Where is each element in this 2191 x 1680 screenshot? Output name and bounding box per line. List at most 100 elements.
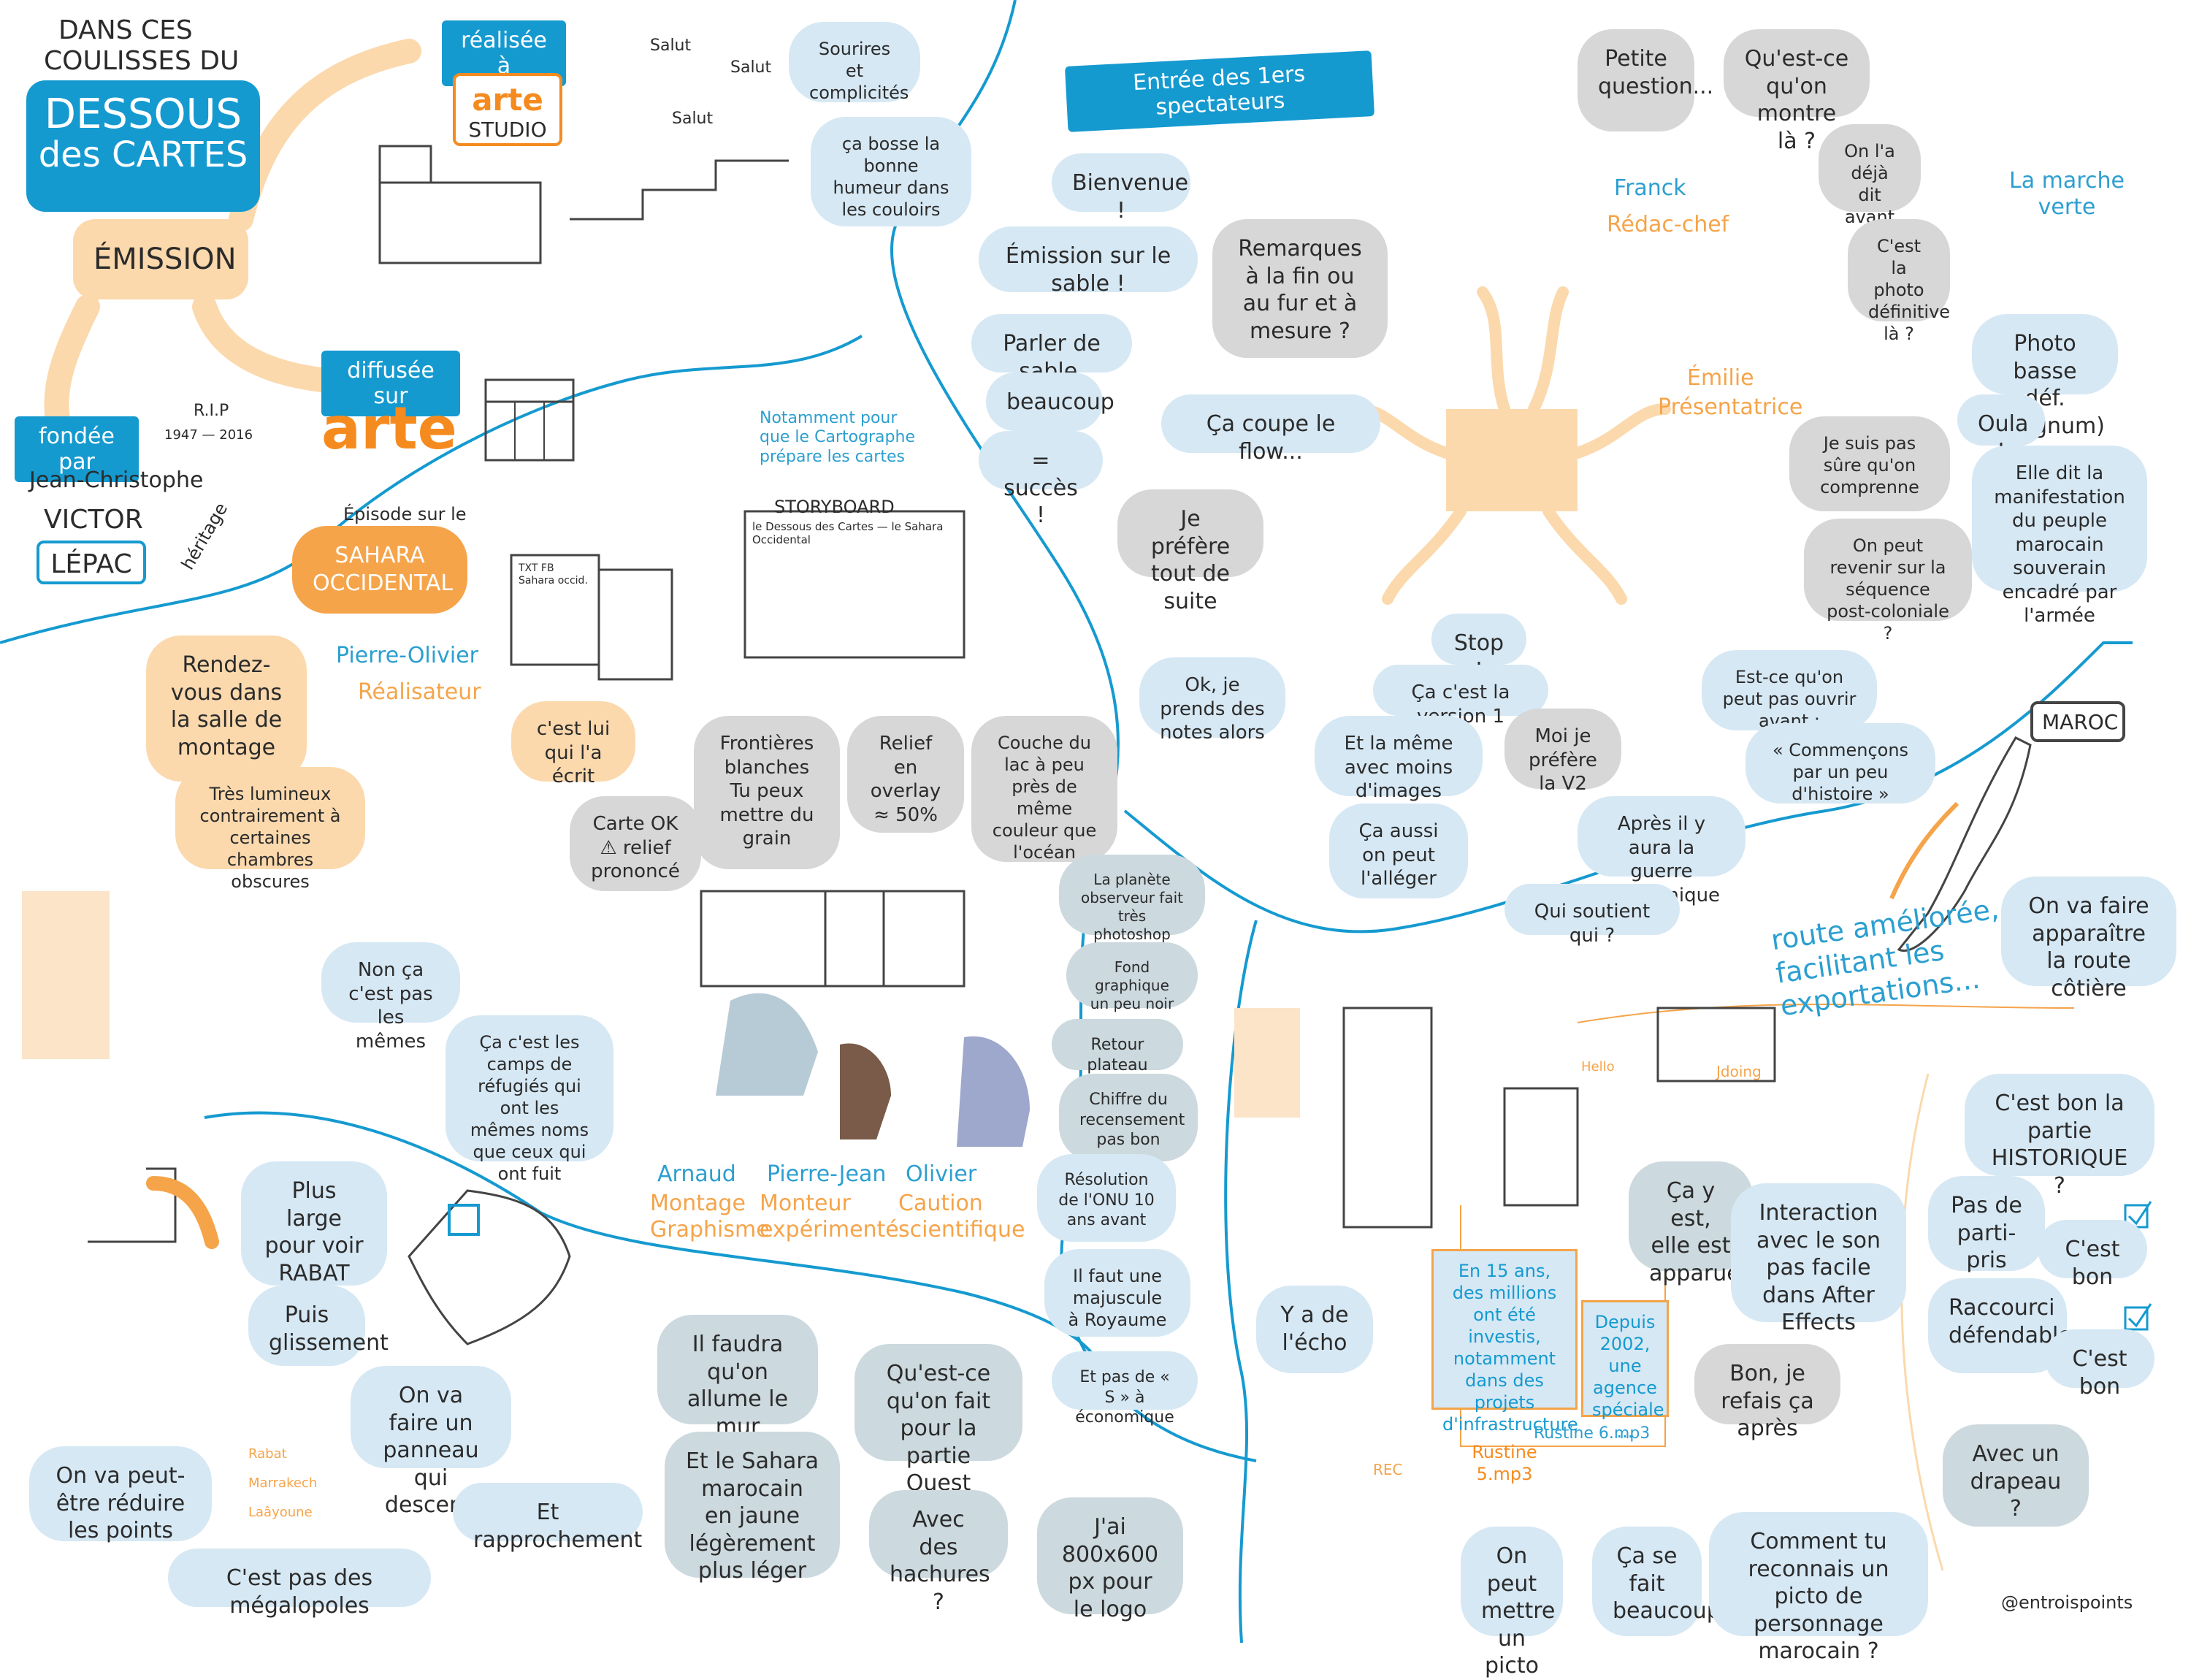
reconnais-bubble: Comment tu reconnais un picto de personn… (1709, 1512, 1928, 1664)
parler-bubble: Parler de sable, (971, 314, 1132, 384)
camps-bubble: Ça c'est les camps de réfugiés qui ont l… (446, 1015, 613, 1184)
majuscule-bubble: Il faut une majuscule à Royaume (1044, 1249, 1190, 1337)
arnaud-role: Montage Graphisme (650, 1191, 770, 1242)
chiffre-bubble: Chiffre du recensement pas bon (1059, 1074, 1198, 1161)
pas-sure-bubble: Je suis pas sûre qu'on comprenne (1789, 416, 1950, 511)
rapprochement-bubble: Et rapprochement (453, 1483, 643, 1553)
info-box-2-text: Depuis 2002, une agence spéciale ... (1592, 1312, 1664, 1442)
arte-studio-logo: arte STUDIO (453, 73, 562, 146)
oula-bubble: Oula ! (1957, 394, 2045, 465)
megalopoles-bubble: C'est pas des mégalopoles (168, 1549, 431, 1619)
carte-ok-bubble: Carte OK ⚠ relief prononcé (570, 796, 701, 891)
remarques-bubble: Remarques à la fin ou au fur et à mesure… (1212, 219, 1388, 358)
rdv-bubble: Rendez-vous dans la salle de montage (146, 635, 307, 782)
storyboard-title: STORYBOARD (774, 497, 895, 517)
olivier-name: Olivier (906, 1161, 977, 1187)
pierre-olivier-name: Pierre-Olivier (336, 643, 478, 668)
allume-bubble: Il faudra qu'on allume le mur (657, 1315, 818, 1440)
jdoing-label: Jdoing (1716, 1063, 1762, 1080)
page-title: DESSOUS des CARTES (26, 80, 260, 212)
notamment-note: Notamment pour que le Cartographe prépar… (760, 409, 915, 466)
photo-def-bubble: C'est la photo définitive là ? (1848, 219, 1950, 344)
non-memes-bubble: Non ça c'est pas les mêmes (321, 942, 460, 1053)
info-box-1-text: En 15 ans, des millions ont été investis… (1442, 1261, 1578, 1435)
txt-note: TXT FB Sahara occid. (519, 562, 588, 587)
salut-1: Salut (650, 37, 692, 55)
page-title-line1: DESSOUS (44, 91, 242, 138)
cest-lui-bubble: c'est lui qui l'a écrit (511, 701, 635, 787)
couche-bubble: Couche du lac à peu près de même couleur… (971, 716, 1117, 863)
px-bubble: J'ai 800x600 px pour le logo (1037, 1497, 1183, 1622)
arte-big-logo: arte (321, 394, 457, 462)
storyboard-subtitle: le Dessous des Cartes — le Sahara Occide… (752, 520, 944, 546)
resolution-bubble: Résolution de l'ONU 10 ans avant (1037, 1154, 1176, 1242)
bonne-humeur-bubble: ça bosse la bonne humeur dans les couloi… (811, 117, 971, 226)
partie-ouest-bubble: Qu'est-ce qu'on fait pour la partie Oues… (854, 1344, 1022, 1496)
sahara-bubble: SAHARA OCCIDENTAL (292, 526, 467, 614)
rip-label: R.I.P (194, 402, 229, 420)
diffusee-banner: diffusée sur (321, 351, 460, 416)
glissement-bubble: Puis glissement (248, 1286, 389, 1366)
sourires-bubble: Sourires et complicités (789, 22, 920, 103)
maroc-label: MAROC (2030, 701, 2125, 742)
relief-bubble: Relief en overlay ≈ 50% (847, 716, 964, 833)
pierre-jean-name: Pierre-Jean (767, 1161, 887, 1187)
guerre-bubble: Après il y aura la guerre économique (1578, 796, 1745, 906)
historique-bubble: C'est bon la partie HISTORIQUE ? (1965, 1074, 2154, 1199)
artist-signature: @entroispoints (2001, 1592, 2133, 1613)
alleger-bubble: Ça aussi on peut l'alléger (1329, 803, 1468, 898)
lepac-box: LÉPAC (37, 541, 146, 584)
panneau-bubble: On va faire un panneau qui descend (351, 1366, 511, 1518)
franck-role: Rédac-chef (1607, 212, 1729, 237)
page-title-line2: des CARTES (38, 134, 248, 175)
rec-label: REC (1373, 1461, 1403, 1478)
elle-dit-bubble: Elle dit la manifestation du peuple maro… (1972, 446, 2147, 627)
drapeau-bubble: Avec un drapeau ? (1943, 1424, 2089, 1527)
ok-notes-bubble: Ok, je prends des notes alors (1139, 657, 1285, 744)
fond-bubble: Fond graphique un peu noir (1066, 942, 1198, 1012)
rustine5-label: Rustine 5.mp3 (1472, 1442, 1537, 1484)
interaction-bubble: Interaction avec le son pas facile dans … (1731, 1183, 1906, 1335)
revenir-bubble: On peut revenir sur la séquence post-col… (1804, 519, 1972, 644)
version1-bubble: Ça c'est la version 1 (1373, 665, 1548, 728)
legend-laayoune: Laâyoune (248, 1505, 313, 1520)
olivier-role: Caution scientifique (898, 1191, 1025, 1242)
reduire-bubble: On va peut-être réduire les points (29, 1446, 212, 1543)
salut-2: Salut (730, 58, 772, 77)
ca-coupe-bubble: Ça coupe le flow... (1161, 394, 1380, 465)
lumineux-bubble: Très lumineux contrairement à certaines … (175, 767, 365, 892)
raccourci-bubble: Raccourci défendable (1928, 1278, 2072, 1373)
sahara-jaune-bubble: Et le Sahara marocain en jaune légèremen… (665, 1432, 840, 1584)
retour-bubble: Retour plateau (1052, 1019, 1183, 1074)
parti-pris-bubble: Pas de parti-pris (1928, 1176, 2045, 1273)
header-line1: DANS CES (58, 15, 193, 45)
rustine6-label: Rustine 6.mp3 (1534, 1424, 1651, 1443)
fondee-banner: fondée par (15, 416, 139, 482)
soutient-bubble: Qui soutient qui ? (1504, 884, 1680, 947)
route-cotiere-bubble: On va faire apparaître la route côtière (2001, 877, 2176, 1001)
info-box-2: Depuis 2002, une agence spéciale ... (1581, 1300, 1669, 1442)
arte-logo-text: arte (472, 82, 543, 118)
quest-ce-bubble: Qu'est-ce qu'on montre là ? (1724, 29, 1870, 154)
emission-label: ÉMISSION (73, 219, 248, 299)
picto-bubble: On peut mettre un picto (1461, 1527, 1563, 1679)
hachures-bubble: Avec des hachures ? (869, 1490, 1008, 1615)
meme-moins-bubble: Et la même avec moins d'images (1315, 716, 1483, 802)
legend-marrakech: Marrakech (248, 1475, 318, 1491)
emilie-role: Présentatrice (1658, 394, 1803, 420)
salut-3: Salut (672, 110, 714, 128)
pierre-olivier-role: Réalisateur (358, 679, 481, 705)
legend-rabat: Rabat (248, 1446, 287, 1462)
petite-question-bubble: Petite question... (1578, 29, 1713, 131)
emilie-name: Émilie (1687, 365, 1754, 391)
bienvenue-bubble: Bienvenue ! (1052, 153, 1190, 224)
moi-v2-bubble: Moi je préfère la V2 (1504, 709, 1621, 795)
rip-years: 1947 — 2016 (164, 427, 253, 443)
founder-name-2: VICTOR (44, 505, 143, 535)
arnaud-name: Arnaud (657, 1161, 736, 1187)
se-fait-bubble: Ça se fait beaucoup (1592, 1527, 1721, 1636)
episode-label: Épisode sur le (343, 504, 467, 524)
info-box-1: En 15 ans, des millions ont été investis… (1431, 1249, 1578, 1484)
franck-name: Franck (1614, 175, 1686, 201)
pierre-jean-role: Monteur expérimenté (760, 1191, 899, 1242)
